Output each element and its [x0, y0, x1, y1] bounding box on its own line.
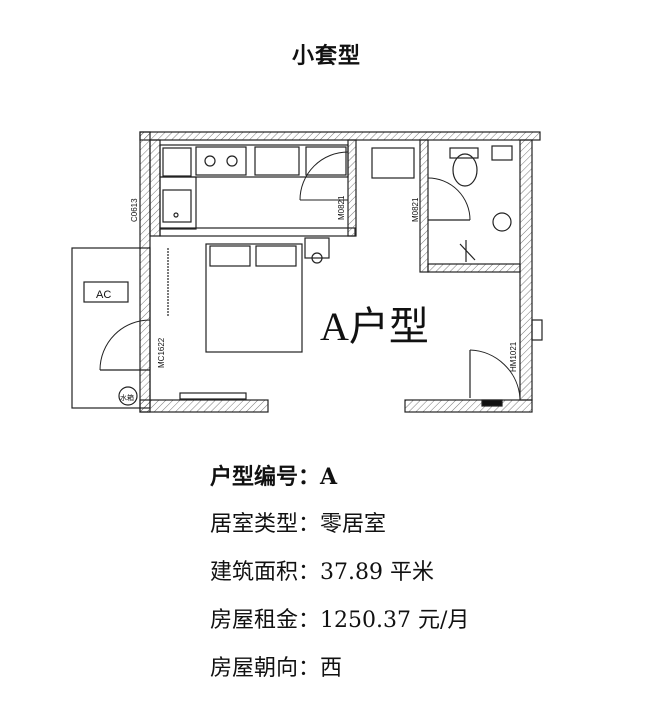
svg-text:M0821: M0821: [411, 197, 420, 222]
svg-text:水箱: 水箱: [120, 393, 134, 402]
svg-text:MC1622: MC1622: [157, 337, 166, 368]
info-row-rent: 房屋租金：1250.37 元/月: [210, 608, 470, 633]
floor-plan: A户型 AC 水箱 C0613 M0821 M0821 MC1622 HM102…: [71, 131, 543, 413]
svg-text:M0821: M0821: [337, 195, 346, 220]
page-title: 小套型: [291, 43, 361, 69]
svg-text:C0613: C0613: [130, 198, 139, 222]
top-wall: [139, 131, 541, 141]
info-row-unit-id: 户型编号：A: [210, 464, 338, 490]
unit-label: A户型: [320, 304, 429, 349]
unit-info: 户型编号：A 居室类型：零居室 建筑面积：37.89 平米 房屋租金：1250.…: [210, 462, 469, 702]
right-wall: [519, 139, 533, 401]
info-row-room-type: 居室类型：零居室: [210, 512, 387, 537]
svg-text:HM1021: HM1021: [509, 341, 518, 372]
info-row-area: 建筑面积：37.89 平米: [210, 560, 435, 585]
ac-label: AC: [96, 289, 111, 301]
info-row-orientation: 房屋朝向：西: [210, 656, 343, 681]
